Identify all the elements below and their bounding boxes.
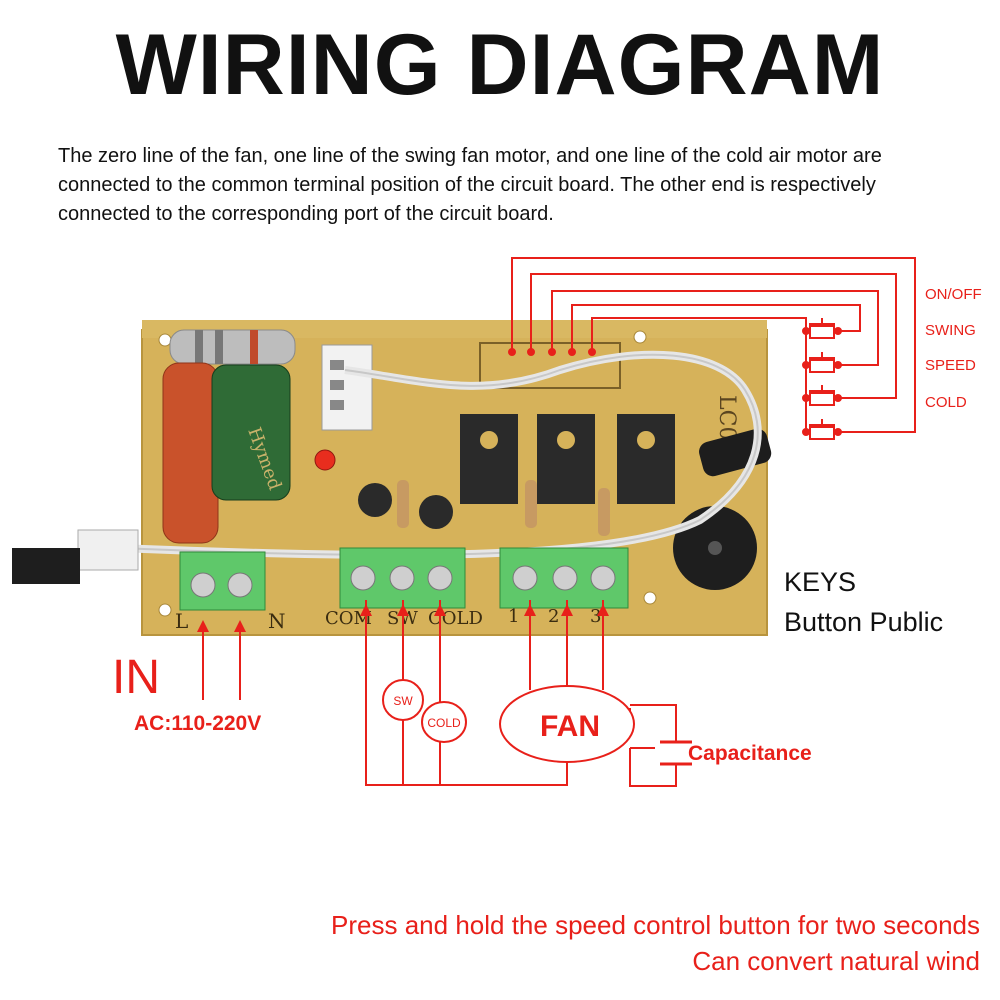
keys-caption: KEYS Button Public: [784, 562, 943, 642]
terminal-label-2: 2: [548, 606, 559, 627]
sw-label: SW: [393, 694, 413, 708]
led: [314, 449, 336, 471]
triac-1: [460, 414, 518, 504]
key-label-swing: SWING: [925, 322, 976, 339]
power-resistor: [169, 329, 296, 365]
key-label-speed: SPEED: [925, 357, 976, 374]
wire-arrows: [197, 604, 609, 632]
key-switch-symbols: [508, 318, 842, 440]
description-text: The zero line of the fan, one line of th…: [58, 145, 882, 225]
board-bottom-strip: [142, 320, 767, 338]
key-header: [479, 342, 621, 389]
mount-hole: [633, 330, 647, 344]
key-label-cold: COLD: [925, 394, 967, 411]
key-wires: [511, 257, 916, 433]
page-title: WIRING DIAGRAM: [115, 17, 885, 113]
keys-title: KEYS: [784, 567, 857, 597]
cold-label: COLD: [427, 716, 461, 730]
terminal-label-cold: COLD: [428, 608, 483, 629]
capacitor-symbol: [660, 740, 692, 766]
note-line-1: Press and hold the speed control button …: [331, 910, 980, 940]
mount-hole: [643, 591, 657, 605]
terminal-label-3: 3: [590, 606, 601, 627]
mount-hole: [158, 333, 172, 347]
transistor: [419, 495, 453, 529]
cold-motor-circle: [421, 701, 467, 743]
terminal-label-l: L: [175, 609, 188, 633]
terminal-label-1: 1: [508, 606, 519, 627]
terminal-block-input: [179, 551, 266, 611]
note-line-2: Can convert natural wind: [692, 946, 980, 976]
terminal-block-switch: [339, 547, 466, 609]
ac-voltage-label: AC:110-220V: [134, 712, 262, 735]
terminal-block-fan: [499, 547, 629, 609]
sw-motor-circle: [382, 679, 424, 721]
input-label: IN: [112, 651, 160, 704]
fan-label: FAN: [540, 710, 600, 743]
plug-connector: [77, 529, 139, 571]
terminal-label-n: N: [268, 609, 286, 633]
keys-subtitle: Button Public: [784, 607, 944, 637]
triac-3: [617, 414, 675, 504]
fan-motor-circle: [499, 685, 635, 763]
transistor: [358, 483, 392, 517]
key-label-onoff: ON/OFF: [925, 286, 982, 303]
resistor: [525, 480, 537, 528]
triac-2: [537, 414, 595, 504]
mount-hole: [158, 603, 172, 617]
header-connector: [321, 344, 373, 431]
capacitance-label: Capacitance: [688, 742, 812, 765]
resistor: [598, 488, 610, 536]
plug-head: [12, 548, 80, 584]
terminal-label-com: COM: [325, 608, 372, 629]
resistor: [397, 480, 409, 528]
electrolytic-capacitor: [211, 364, 291, 501]
x-capacitor: [162, 362, 219, 544]
